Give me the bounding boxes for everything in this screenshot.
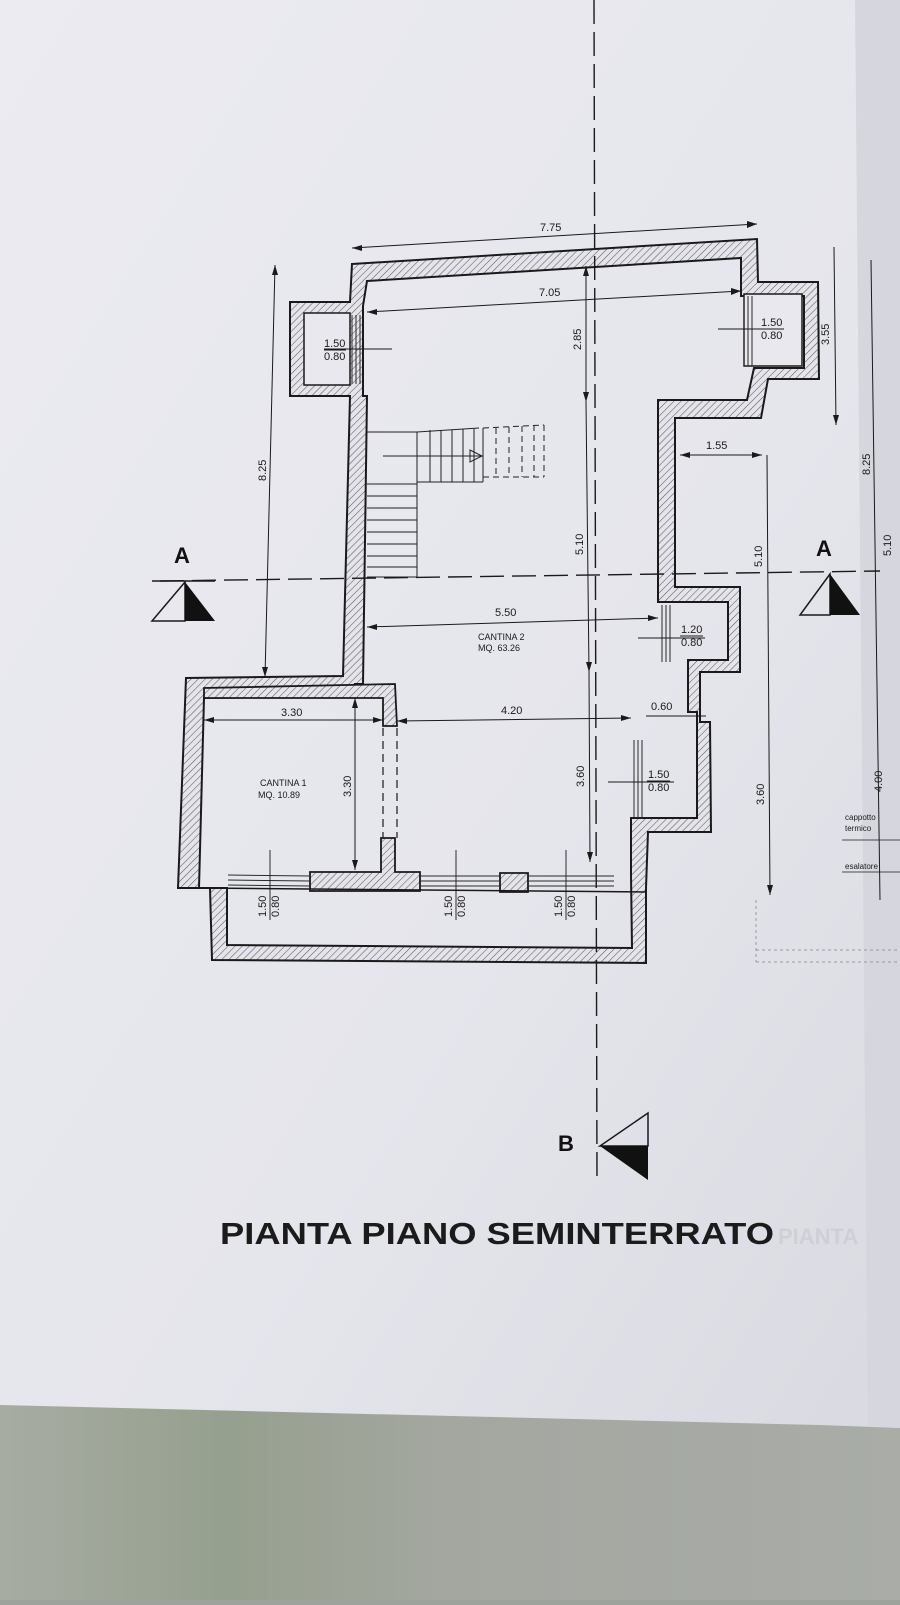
window-top-right-bottom: 0.80 bbox=[761, 330, 782, 342]
section-label-a-left: A bbox=[174, 543, 190, 568]
window-marks bbox=[227, 296, 753, 887]
dim-left-height: 8.25 bbox=[257, 460, 269, 481]
bottom-inner-wall bbox=[198, 887, 647, 893]
dim-cantina2-width: 4.20 bbox=[501, 705, 522, 717]
window-right-mid-bottom: 0.80 bbox=[681, 637, 702, 649]
window-leaders bbox=[269, 328, 784, 920]
section-lines bbox=[159, 0, 881, 1181]
dim-niche-depth: 0.60 bbox=[651, 701, 672, 713]
dim-far-right-c: 4.00 bbox=[873, 771, 885, 792]
window-top-left-top: 1.50 bbox=[324, 338, 345, 350]
dim-inner-width: 7.05 bbox=[539, 287, 560, 299]
dim-bottom-height: 3.60 bbox=[575, 766, 587, 787]
window-bottom-3-bottom: 0.80 bbox=[566, 896, 578, 917]
partition-wall bbox=[203, 683, 398, 727]
partition-stub bbox=[309, 837, 421, 892]
dim-stair-width: 5.50 bbox=[495, 607, 516, 619]
section-marker-b bbox=[597, 1111, 649, 1180]
note-esalatore: esalatore bbox=[845, 862, 878, 871]
window-right-low-bottom: 0.80 bbox=[648, 782, 669, 794]
dim-right-depth: 1.55 bbox=[706, 440, 727, 452]
window-top-left-bottom: 0.80 bbox=[324, 351, 345, 363]
section-marker-a-right bbox=[798, 571, 860, 616]
pillar bbox=[499, 872, 529, 893]
room-area-cantina-1: MQ. 10.89 bbox=[258, 790, 300, 800]
fraction-bars bbox=[324, 328, 784, 782]
section-marker-a-left bbox=[150, 579, 215, 622]
staircase bbox=[367, 424, 545, 578]
room-name-cantina-2: CANTINA 2 bbox=[478, 632, 525, 642]
dim-cantina1-width: 3.30 bbox=[281, 707, 302, 719]
section-label-b: B bbox=[558, 1131, 574, 1156]
doorway-dashed bbox=[382, 728, 398, 838]
dim-top-height: 2.85 bbox=[572, 329, 584, 350]
window-bottom-2-top: 1.50 bbox=[443, 896, 455, 917]
window-bottom-1-top: 1.50 bbox=[257, 896, 269, 917]
dim-cantina1-height: 3.30 bbox=[342, 776, 354, 797]
dim-far-right-b: 5.10 bbox=[882, 535, 894, 556]
paper-sheet bbox=[0, 0, 900, 1428]
dim-right-height: 5.10 bbox=[753, 546, 765, 567]
dimension-arrows bbox=[204, 221, 839, 895]
window-top-right-top: 1.50 bbox=[761, 317, 782, 329]
window-right-low-top: 1.50 bbox=[648, 769, 669, 781]
dim-right-top-height: 3.55 bbox=[820, 324, 832, 345]
dim-overall-width: 7.75 bbox=[540, 222, 561, 234]
window-bottom-2-bottom: 0.80 bbox=[456, 896, 468, 917]
drawing-title: PIANTA PIANO SEMINTERRATO bbox=[220, 1216, 774, 1251]
note-cappotto: cappotto bbox=[845, 813, 876, 822]
room-name-cantina-1: CANTINA 1 bbox=[260, 778, 307, 788]
window-bottom-3-top: 1.50 bbox=[553, 896, 565, 917]
window-right-mid-top: 1.20 bbox=[681, 624, 702, 636]
note-termico: termico bbox=[845, 824, 872, 833]
drawing-title-ghost: PIANTA bbox=[778, 1224, 858, 1249]
window-bottom-1-bottom: 0.80 bbox=[270, 896, 282, 917]
dim-right-bottom-height: 3.60 bbox=[755, 784, 767, 805]
note-underlines bbox=[842, 839, 900, 873]
faint-lines bbox=[755, 900, 900, 963]
dim-far-right-a: 8.25 bbox=[861, 454, 873, 475]
dim-mid-height: 5.10 bbox=[574, 534, 586, 555]
section-label-a-right: A bbox=[816, 536, 832, 561]
dimension-lines bbox=[204, 223, 881, 901]
room-area-cantina-2: MQ. 63.26 bbox=[478, 643, 520, 653]
